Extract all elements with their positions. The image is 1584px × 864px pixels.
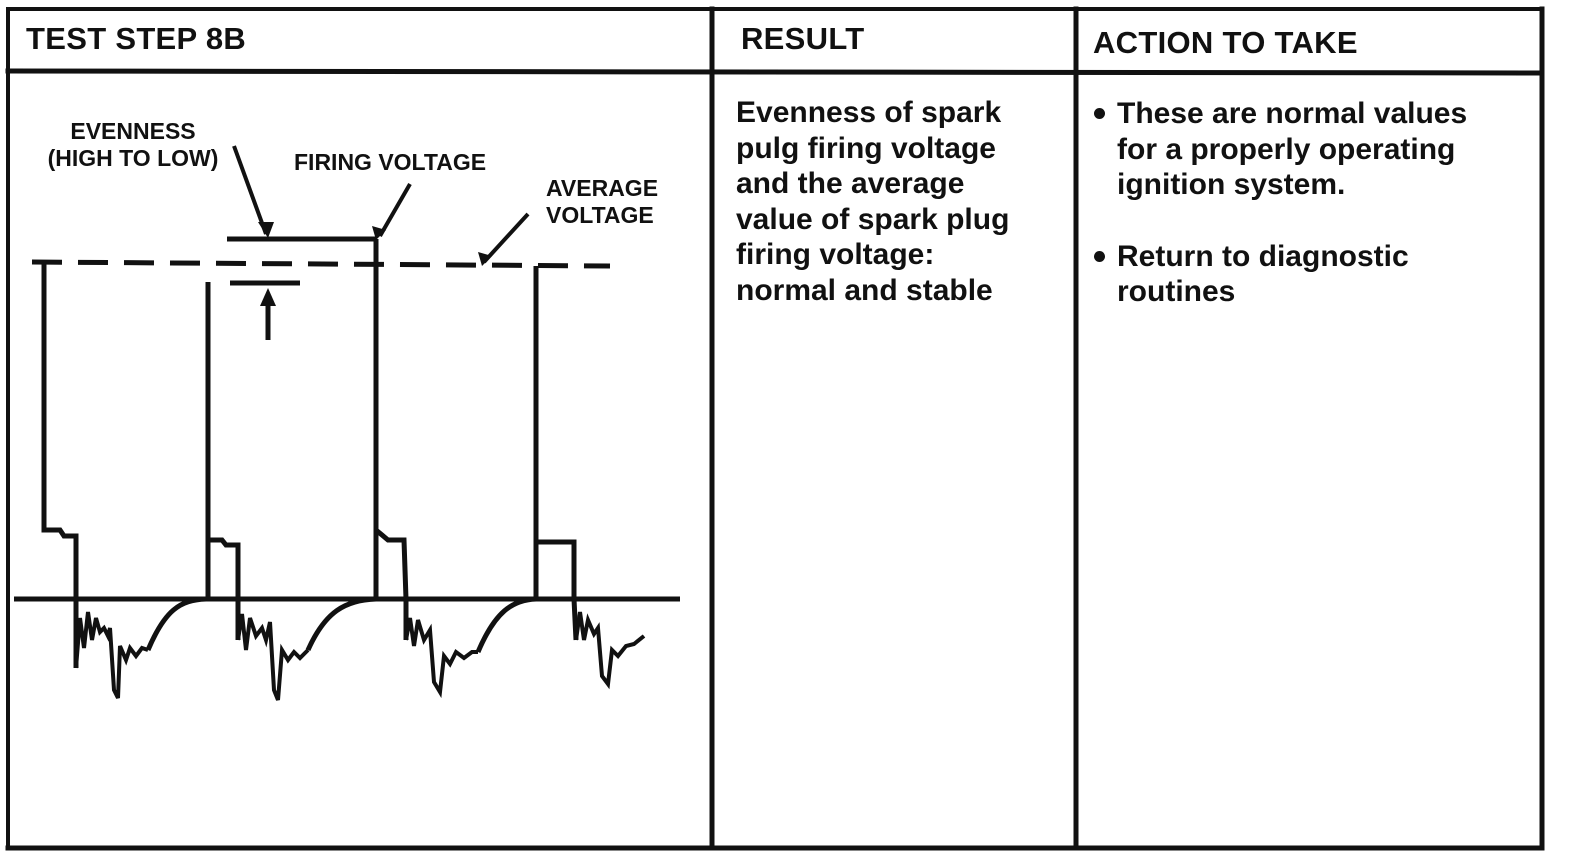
waveform-cylinder-2 — [205, 282, 241, 640]
result-line: Evenness of spark — [736, 96, 1002, 129]
action-line: routines — [1117, 275, 1236, 308]
evenness-up-arrowhead — [260, 288, 276, 306]
oscillation-cylinder-3 — [404, 617, 478, 699]
average-voltage-dashed-line — [31, 259, 611, 269]
coil-recovery-cylinder-1 — [145, 596, 207, 651]
bullet-icon — [1094, 108, 1105, 119]
coil-recovery-cylinder-2 — [305, 596, 377, 652]
action-line: ignition system. — [1117, 168, 1346, 201]
result-line: and the average — [736, 167, 965, 200]
result-description: Evenness of spark pulg firing voltage an… — [736, 95, 1071, 308]
action-line: for a properly operating — [1117, 132, 1456, 166]
action-list: These are normal values for a properly o… — [1094, 96, 1564, 310]
waveform-cylinder-4 — [533, 266, 579, 641]
oscillation-cylinder-2 — [236, 613, 310, 701]
waveform-cylinder-3 — [373, 239, 409, 640]
oscillation-cylinder-1 — [74, 611, 149, 699]
label-evenness-line2: (HIGH TO LOW) — [47, 145, 219, 171]
firing-voltage-pointer-arrow — [378, 183, 412, 237]
result-line: value of spark plug — [736, 202, 1010, 236]
label-average-voltage: AVERAGE VOLTAGE — [546, 175, 658, 229]
average-voltage-pointer-arrow — [482, 212, 530, 264]
evenness-arrowhead — [258, 222, 274, 238]
label-evenness: EVENNESS (HIGH TO LOW) — [38, 118, 228, 172]
label-average-line2: VOLTAGE — [546, 202, 654, 228]
action-item-return-to-routines: Return to diagnostic routines — [1094, 239, 1564, 310]
bullet-icon — [1094, 250, 1105, 262]
oscillation-cylinder-4 — [574, 611, 646, 690]
evenness-pointer-arrow — [232, 145, 268, 235]
firing-voltage-arrowhead — [372, 226, 386, 240]
result-line: pulg firing voltage — [736, 131, 996, 165]
waveform-cylinder-1 — [41, 262, 79, 668]
result-line: normal and stable — [736, 273, 993, 307]
result-line: firing voltage: — [736, 238, 935, 271]
label-evenness-line1: EVENNESS — [70, 118, 196, 144]
action-item-normal-values: These are normal values for a properly o… — [1094, 96, 1564, 203]
label-average-line1: AVERAGE — [546, 175, 659, 201]
header-test-step: TEST STEP 8B — [26, 21, 247, 56]
label-firing-voltage: FIRING VOLTAGE — [294, 149, 487, 175]
action-line: These are normal values — [1117, 97, 1468, 130]
header-result: RESULT — [741, 21, 865, 56]
action-line: Return to diagnostic — [1117, 239, 1409, 273]
header-action-to-take: ACTION TO TAKE — [1093, 25, 1358, 60]
frame-header-divider — [5, 68, 1545, 76]
average-voltage-arrowhead — [478, 252, 492, 266]
coil-recovery-cylinder-3 — [475, 596, 537, 653]
